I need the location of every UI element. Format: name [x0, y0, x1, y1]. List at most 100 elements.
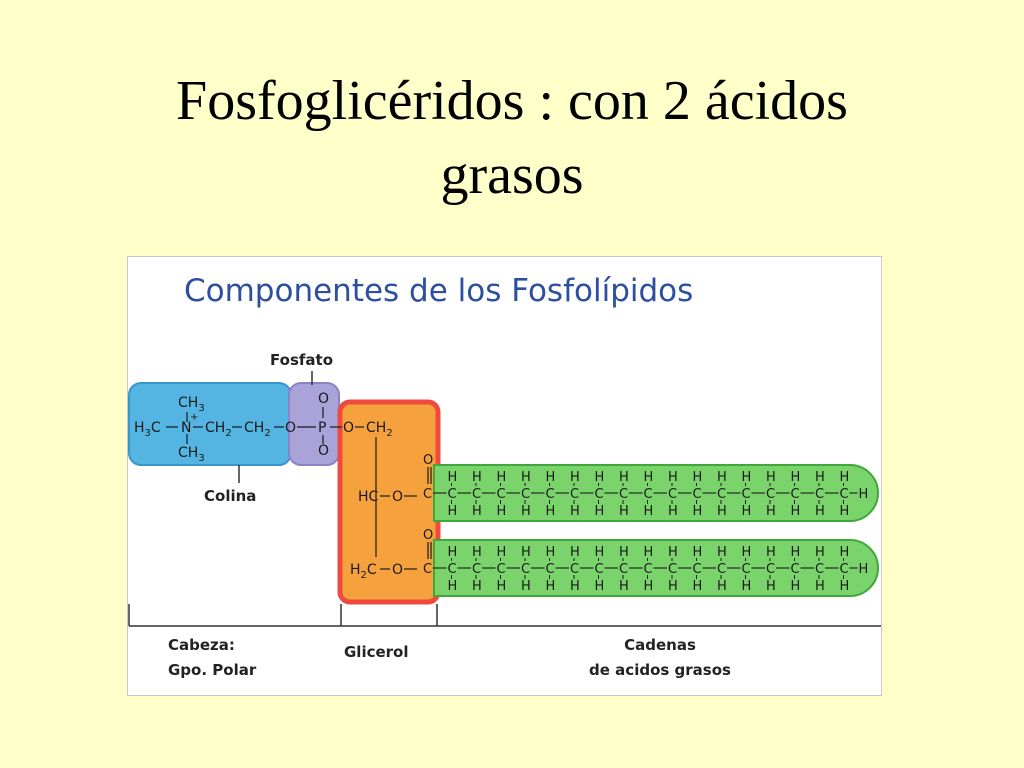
hydrogen-atom: H [742, 545, 752, 560]
diagram-heading: Componentes de los Fosfolípidos [184, 273, 693, 309]
carbon-atom: C [546, 562, 555, 577]
carbon-atom: C [497, 562, 506, 577]
carbon-atom: C [766, 562, 775, 577]
hydrogen-atom: H [472, 504, 482, 519]
hydrogen-atom: H [693, 545, 703, 560]
hydrogen-atom: H [742, 504, 752, 519]
glycerol-bottom-o: O [392, 562, 403, 578]
hydrogen-atom: H [546, 545, 556, 560]
hydrogen-atom: H [693, 579, 703, 594]
carbon-atom: C [791, 562, 800, 577]
hydrogen-atom: H [815, 579, 825, 594]
carbon-atom: C [644, 562, 653, 577]
hydrogen-atom: H [717, 545, 727, 560]
hydrogen-atom: H [815, 504, 825, 519]
phosphate-o-bottom: O [318, 443, 329, 459]
carbon-atom: C [595, 562, 604, 577]
carbon-atom: C [521, 562, 530, 577]
phosphate-o-top: O [318, 391, 329, 407]
nitrogen-atom: N [181, 420, 191, 436]
hydrogen-atom: H [595, 579, 605, 594]
hydrogen-atom: H [521, 470, 531, 485]
hydrogen-atom: H [791, 579, 801, 594]
carbon-atom: C [521, 487, 530, 502]
hydrogen-atom: H [668, 579, 678, 594]
hydrogen-atom: H [840, 504, 850, 519]
hydrogen-atom: H [546, 470, 556, 485]
choline-left-methyl: H3C [134, 420, 161, 439]
hydrogen-atom: H [693, 504, 703, 519]
hydrogen-atom: H [595, 545, 605, 560]
hydrogen-atom: H [619, 504, 629, 519]
hydrogen-atom: H [619, 545, 629, 560]
hydrogen-atom: H [742, 579, 752, 594]
glycerol-bottom-h2c: H2C [350, 562, 377, 581]
carbon-atom: C [546, 487, 555, 502]
carbon-atom: C [742, 562, 751, 577]
hydrogen-atom: H [546, 504, 556, 519]
hydrogen-atom: H [595, 470, 605, 485]
hydrogen-atom: H [791, 504, 801, 519]
hydrogen-atom: H [570, 579, 580, 594]
carbon-atom: C [717, 487, 726, 502]
hydrogen-atom: H [766, 504, 776, 519]
hydrogen-atom: H [742, 470, 752, 485]
choline-bottom-methyl: CH3 [178, 445, 205, 464]
hydrogen-atom: H [766, 545, 776, 560]
slide-title: Fosfoglicéridos : con 2 ácidos grasos [0, 64, 1024, 212]
hydrogen-atom: H [668, 545, 678, 560]
hydrogen-atom: H [497, 470, 507, 485]
carbon-atom: C [619, 562, 628, 577]
phosphorus-atom: P [318, 420, 326, 436]
carbon-atom: C [423, 487, 432, 502]
hydrogen-atom: H [791, 470, 801, 485]
hydrogen-atom: H [570, 545, 580, 560]
hydrogen-atom: H [766, 470, 776, 485]
hydrogen-atom: H [668, 470, 678, 485]
hydrogen-atom: H [619, 579, 629, 594]
hydrogen-atom: H [595, 504, 605, 519]
phosphate-formula: O O P O O [274, 391, 354, 459]
carbon-atom: C [840, 562, 849, 577]
hydrogen-atom: H [570, 504, 580, 519]
hydrogen-atom: H [840, 579, 850, 594]
carbon-atom: C [742, 487, 751, 502]
hydrogen-atom: H [644, 579, 654, 594]
carbon-atom: C [448, 562, 457, 577]
hydrogen-atom: H [766, 579, 776, 594]
hydrogen-atom: H [546, 579, 556, 594]
phosphate-label: Fosfato [270, 351, 333, 369]
hydrogen-atom: H [840, 545, 850, 560]
hydrogen-atom: H [644, 545, 654, 560]
glycerol-mid-o: O [392, 489, 403, 505]
hydrogen-atom: H [840, 470, 850, 485]
hydrogen-atom: H [717, 470, 727, 485]
hydrogen-atom: H [717, 579, 727, 594]
carbonyl-oxygen: O [423, 528, 433, 543]
hydrogen-atom: H [472, 470, 482, 485]
chains-label-line-1: Cadenas [624, 636, 696, 654]
title-line-2: grasos [440, 144, 584, 206]
terminal-hydrogen: H [859, 562, 869, 577]
chains-label-line-2: de acidos grasos [589, 661, 731, 679]
head-label-line-2: Gpo. Polar [168, 661, 257, 679]
hydrogen-atom: H [570, 470, 580, 485]
carbon-atom: C [423, 562, 432, 577]
hydrogen-atom: H [448, 470, 458, 485]
phosphate-o-left: O [285, 420, 296, 436]
hydrogen-atom: H [521, 545, 531, 560]
carbon-atom: C [693, 562, 702, 577]
carbon-atom: C [840, 487, 849, 502]
diagram-canvas: Componentes de los Fosfolípidos Fosfato … [128, 273, 881, 679]
carbon-atom: C [570, 562, 579, 577]
nitrogen-charge: + [190, 412, 198, 423]
hydrogen-atom: H [717, 504, 727, 519]
carbon-atom: C [472, 562, 481, 577]
hydrogen-atom: H [448, 579, 458, 594]
hydrogen-atom: H [448, 545, 458, 560]
hydrogen-atom: H [644, 504, 654, 519]
hydrogen-atom: H [472, 579, 482, 594]
carbon-atom: C [815, 487, 824, 502]
carbon-atom: C [570, 487, 579, 502]
hydrogen-atom: H [619, 470, 629, 485]
